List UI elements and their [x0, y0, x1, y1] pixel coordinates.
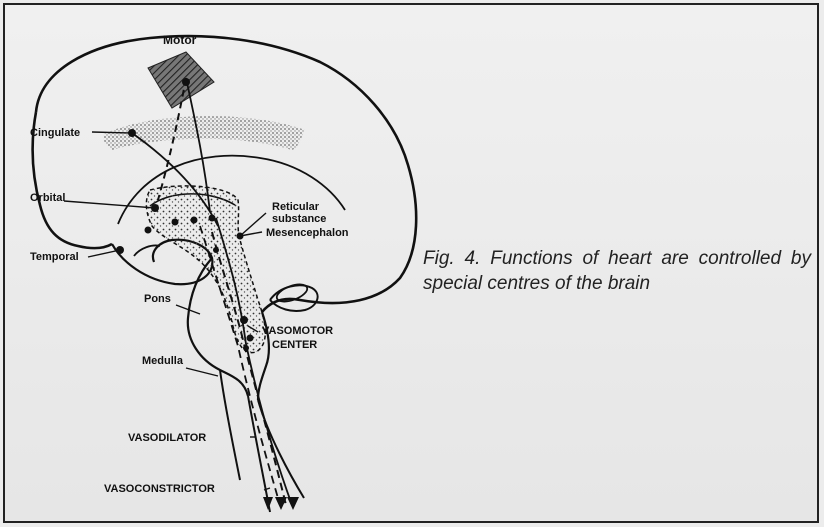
label-medulla: Medulla: [142, 355, 184, 367]
label-temporal: Temporal: [30, 251, 79, 263]
label-vasoconstrictor: VASOCONSTRICTOR: [104, 483, 215, 495]
label-orbital: Orbital: [30, 192, 65, 204]
label-vasomotor: VASOMOTOR: [262, 325, 333, 337]
label-vasodilator: VASODILATOR: [128, 432, 206, 444]
medulla-front: [220, 370, 240, 480]
label-pons: Pons: [144, 293, 171, 305]
label-motor: Motor: [163, 33, 197, 47]
label-cingulate: Cingulate: [30, 127, 80, 139]
arrowhead-2: [287, 497, 299, 510]
label-substance: substance: [272, 213, 326, 225]
label-reticular: Reticular: [272, 201, 320, 213]
spinal-cord-left: [248, 396, 270, 512]
label-center: CENTER: [272, 339, 317, 351]
figure-caption: Fig. 4. Functions of heart are controlle…: [423, 246, 811, 296]
reticular-region: [146, 186, 265, 353]
arrowhead-3: [263, 497, 273, 510]
arrowhead-1: [275, 497, 287, 510]
label-mesencephalon: Mesencephalon: [266, 227, 349, 239]
motor-cortex-region: [148, 52, 214, 108]
